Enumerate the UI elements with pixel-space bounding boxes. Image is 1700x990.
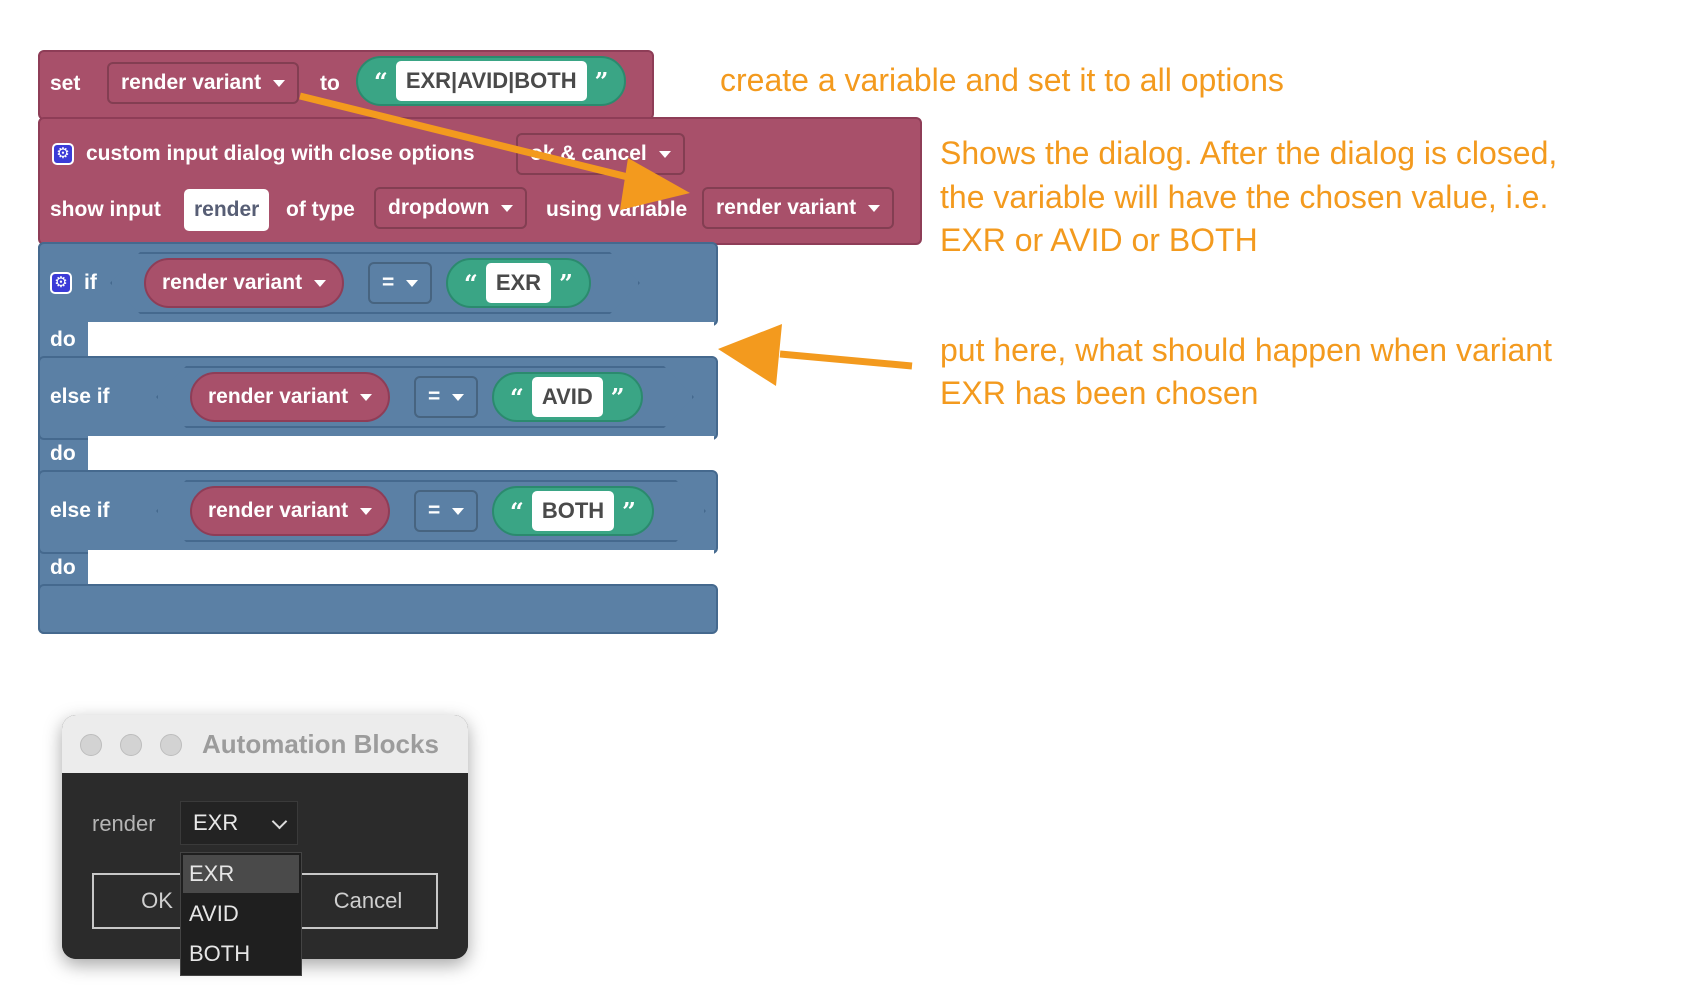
do-label: do [50,442,76,465]
set-variable-dropdown[interactable]: render variant [107,62,300,104]
chevron-down-icon [452,393,465,401]
annotation-dialog-line-3: EXR or AVID or BOTH [940,222,1258,258]
condition-variable-name: render variant [208,385,349,408]
condition-variable-pill[interactable]: render variant [190,372,391,422]
input-type-value: dropdown [388,196,490,219]
annotation-dialog-line-1: Shows the dialog. After the dialog is cl… [940,135,1558,171]
if-block-footer [38,584,718,634]
chevron-down-icon [452,507,465,515]
close-window-button[interactable] [80,734,102,756]
menu-option[interactable]: AVID [189,901,239,926]
else-if-label: else if [50,385,110,408]
set-value-text-block[interactable]: “ EXR|AVID|BOTH ” [356,56,627,106]
condition-value-field[interactable]: AVID [531,377,603,417]
condition-text-block[interactable]: “ BOTH ” [492,486,654,536]
chevron-down-icon [314,279,327,287]
open-quote-icon: “ [510,496,524,526]
close-quote-icon: ” [559,268,573,298]
dialog-title: Automation Blocks [202,729,439,759]
if-label: if [84,271,97,294]
set-label: set [50,72,81,95]
close-quote-icon: ” [594,66,609,96]
using-variable-label: using variable [546,198,688,221]
chevron-down-icon [658,150,671,158]
do-slot[interactable] [88,322,714,356]
open-quote-icon: “ [510,382,524,412]
condition-variable-pill[interactable]: render variant [190,486,391,536]
using-variable-name: render variant [716,196,857,219]
condition-variable-name: render variant [162,271,303,294]
chevron-down-icon [360,393,373,401]
input-type-dropdown[interactable]: dropdown [374,187,528,229]
open-quote-icon: “ [464,268,478,298]
close-quote-icon: ” [622,496,636,526]
render-options-menu: EXR AVID BOTH [180,852,302,976]
render-select-value: EXR [193,810,239,835]
gear-icon[interactable]: ⚙ [50,272,72,294]
menu-option[interactable]: EXR [183,855,299,893]
operator-dropdown[interactable]: = [414,376,479,418]
render-select[interactable]: EXR [180,801,298,845]
operator-dropdown[interactable]: = [368,262,433,304]
condition-text-block[interactable]: “ AVID ” [492,372,643,422]
set-value-field[interactable]: EXR|AVID|BOTH [395,61,587,101]
do-slot[interactable] [88,550,714,584]
do-label: do [50,328,76,351]
input-name-field[interactable]: render [184,189,270,231]
set-variable-name: render variant [121,71,262,94]
condition-variable-pill[interactable]: render variant [144,258,345,308]
dialog-titlebar: Automation Blocks [62,715,468,774]
set-variable-block[interactable]: set render variant to “ EXR|AVID|BOTH ” [38,50,654,120]
condition-value-field[interactable]: BOTH [531,491,615,531]
operator-dropdown[interactable]: = [414,490,479,532]
annotation-dialog-line-2: the variable will have the chosen value,… [940,179,1549,215]
minimize-window-button[interactable] [120,734,142,756]
menu-option[interactable]: BOTH [189,941,251,966]
dialog-block-title: custom input dialog with close options [86,142,475,165]
close-quote-icon: ” [610,382,625,412]
arrow-to-do-slot-icon [718,324,913,386]
open-quote-icon: “ [374,66,388,96]
else-if-label: else if [50,499,110,522]
do-label: do [50,556,76,579]
chevron-down-icon [406,279,419,287]
to-label: to [320,72,340,95]
ok-button-label: OK [141,888,173,913]
annotation-put-here-line-1: put here, what should happen when varian… [940,332,1552,368]
condition-value-field[interactable]: EXR [485,263,552,303]
operator-value: = [382,271,395,294]
zoom-window-button[interactable] [160,734,182,756]
chevron-down-icon [271,813,288,830]
cancel-button[interactable]: Cancel [298,873,438,929]
chevron-down-icon [868,204,881,212]
annotation-create-variable: create a variable and set it to all opti… [720,62,1284,98]
condition-variable-name: render variant [208,499,349,522]
chevron-down-icon [360,507,373,515]
chevron-down-icon [501,204,514,212]
annotation-put-here-line-2: EXR has been chosen [940,375,1259,411]
condition-text-block[interactable]: “ EXR ” [446,258,591,308]
show-input-label: show input [50,198,161,221]
render-field-label: render [92,811,156,836]
operator-value: = [428,385,441,408]
chevron-down-icon [273,79,286,87]
do-slot[interactable] [88,436,714,470]
gear-icon[interactable]: ⚙ [52,143,74,165]
operator-value: = [428,499,441,522]
cancel-button-label: Cancel [333,888,403,913]
of-type-label: of type [286,198,355,221]
arrow-to-variable-icon [299,92,690,210]
using-variable-dropdown[interactable]: render variant [702,187,895,229]
